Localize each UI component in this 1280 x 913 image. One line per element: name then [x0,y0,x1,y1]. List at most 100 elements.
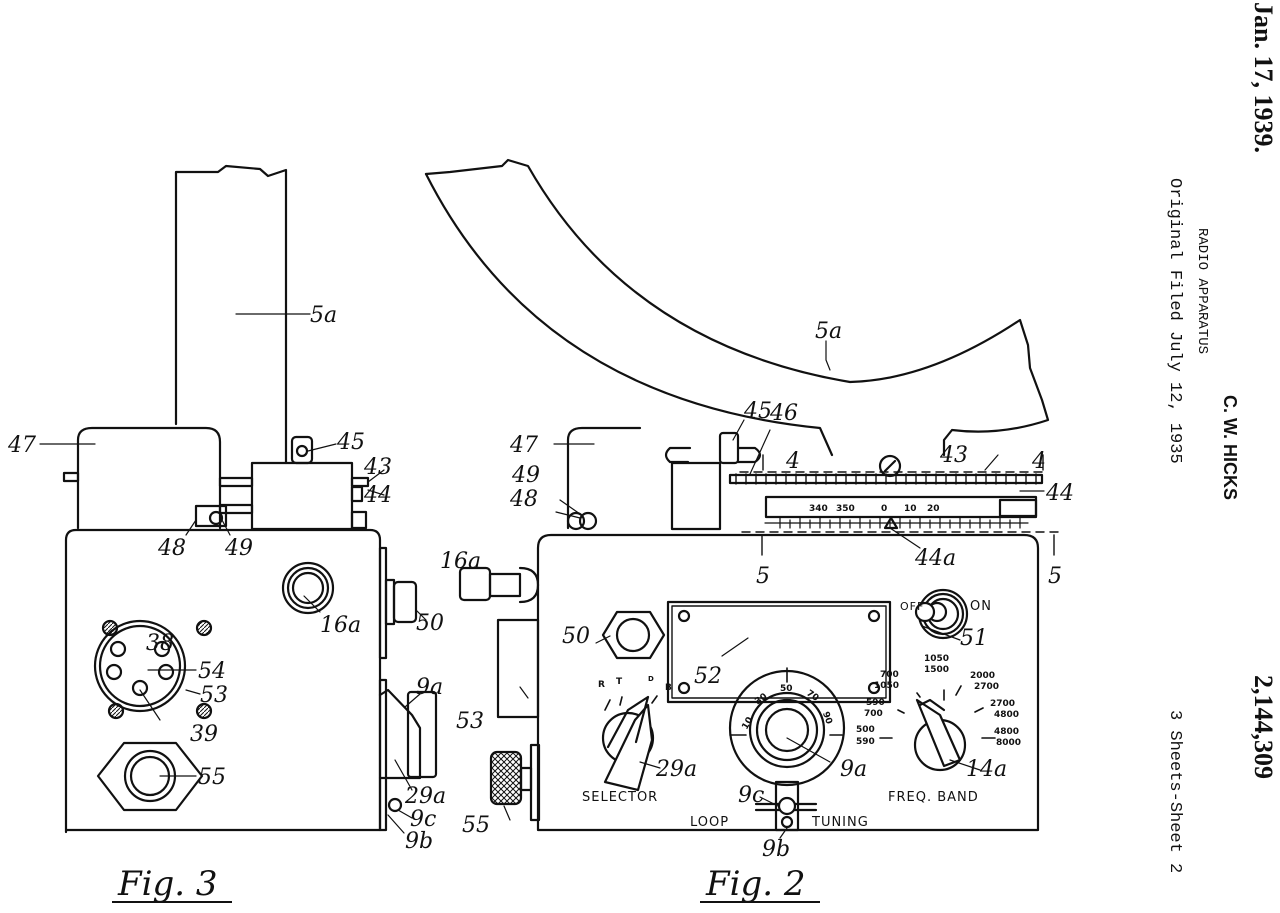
ref-48: 48 [157,536,186,561]
fig3-pin-39 [131,679,149,697]
switch-on-label: ON [970,599,992,614]
ref-5a: 5a [310,303,337,328]
ref-16a: 16a [440,549,481,574]
ref-4-right: 4 [1031,449,1046,474]
fig2-front-panel [536,533,1040,832]
band-590: 590 [856,737,875,747]
dial-tick-label: 90 [820,711,834,726]
band-500: 500 [856,725,875,735]
fig3-main-box [64,528,382,834]
selector-pos-r: R [598,680,605,690]
ref-38: 38 [146,631,174,656]
ref-9b: 9b [405,829,433,854]
fig3-block [250,461,354,531]
dial-tick-label: 30 [753,692,769,707]
switch-off-label: OFF [900,600,924,613]
fig2-labels: 5a 45 46 47 49 48 4 4 43 44 44a 5 5 16a … [440,319,1074,904]
ref-55: 55 [198,765,226,790]
fig2-screw [878,454,902,478]
fig2-gear-44 [998,498,1038,518]
ref-16a: 16a [320,613,361,638]
ref-29a: 29a [404,784,446,809]
fig2-mount [670,461,722,531]
ref-9c: 9c [410,807,436,832]
dial-tick-label: 50 [780,684,793,694]
fig2-loop-bracket-9b [774,780,800,832]
fig2-loop-handle-9c[interactable] [777,796,797,816]
fig3-housing-47 [76,426,222,530]
band-700: 700 [880,670,899,680]
fig3-hex-nut-55 [96,741,204,812]
ref-5-left: 5 [756,564,770,589]
ref-48: 48 [509,487,538,512]
band-2700: 2700 [974,682,999,692]
ref-47: 47 [509,433,538,458]
fig3-knob-9a [406,690,438,779]
fig2-knob-55 [489,750,523,806]
ref-46: 46 [769,401,798,426]
fig3-knob-45-hole [295,444,309,458]
band-2700: 2700 [990,699,1015,709]
fig3-gear-left [62,471,80,483]
ref-5-right: 5 [1048,564,1062,589]
fig3-screw-9c [387,797,403,813]
band-4800: 4800 [994,727,1019,737]
selector-pos-t: T [616,677,623,687]
band-2000: 2000 [970,671,995,681]
fig3-antenna-mast [174,164,288,465]
fig3-jack-16a [281,561,335,615]
band-8000: 8000 [996,738,1021,748]
band-590: 590 [866,698,885,708]
band-1500: 1500 [924,665,949,675]
ref-45: 45 [743,399,772,424]
fig2-antenna-loop-inner [424,172,834,457]
band-700: 700 [864,709,883,719]
freq-band-label: FREQ. BAND [888,790,979,805]
ref-43: 43 [363,455,392,480]
scale-label: 340 [809,504,828,514]
ref-29a: 29a [655,757,697,782]
ref-43: 43 [939,443,968,468]
fig3-knob-50-base [384,578,396,626]
band-1050: 1050 [874,681,899,691]
fig2-wing-nut-45 [664,446,762,464]
ref-50: 50 [416,611,444,636]
scale-label: 350 [836,504,855,514]
ref-9a: 9a [416,675,443,700]
ref-45: 45 [336,430,365,455]
fig2-block-53 [496,618,540,719]
ref-9c: 9c [738,783,764,808]
band-1050: 1050 [924,654,949,664]
fig3-clamp-screw [208,510,224,526]
selector-label: SELECTOR [582,790,658,805]
fig3-knob-50 [392,580,418,624]
ref-39: 39 [190,722,218,747]
scale-label: 10 [904,504,917,514]
ref-44a: 44a [914,546,956,571]
fig3-socket-53 [93,619,187,713]
fig3-clamp [194,504,228,528]
fig2-wing-nut-post [718,431,740,465]
ref-54: 54 [198,659,226,684]
ref-9b: 9b [762,837,790,862]
ref-9a: 9a [840,757,867,782]
fig2-freq-band-knob-14a[interactable] [915,698,962,768]
band-4800: 4800 [994,710,1019,720]
fig3-bracket [350,485,364,503]
ref-4-left: 4 [785,449,800,474]
fig3-knob-45 [290,435,314,465]
fig2-tuning-knob-9a[interactable] [748,691,826,769]
ref-55: 55 [462,813,490,838]
ref-49: 49 [224,536,253,561]
fig3-side-strip-2 [378,678,388,832]
ref-44: 44 [1045,481,1074,506]
fig2-hex-nut-50 [601,610,666,660]
fig3-socket-54 [98,624,182,708]
ref-53: 53 [456,709,484,734]
loop-label: LOOP [690,815,729,830]
tuning-label: TUNING [811,815,869,830]
ref-14a: 14a [966,757,1007,782]
fig2-drawing [39,158,1059,839]
